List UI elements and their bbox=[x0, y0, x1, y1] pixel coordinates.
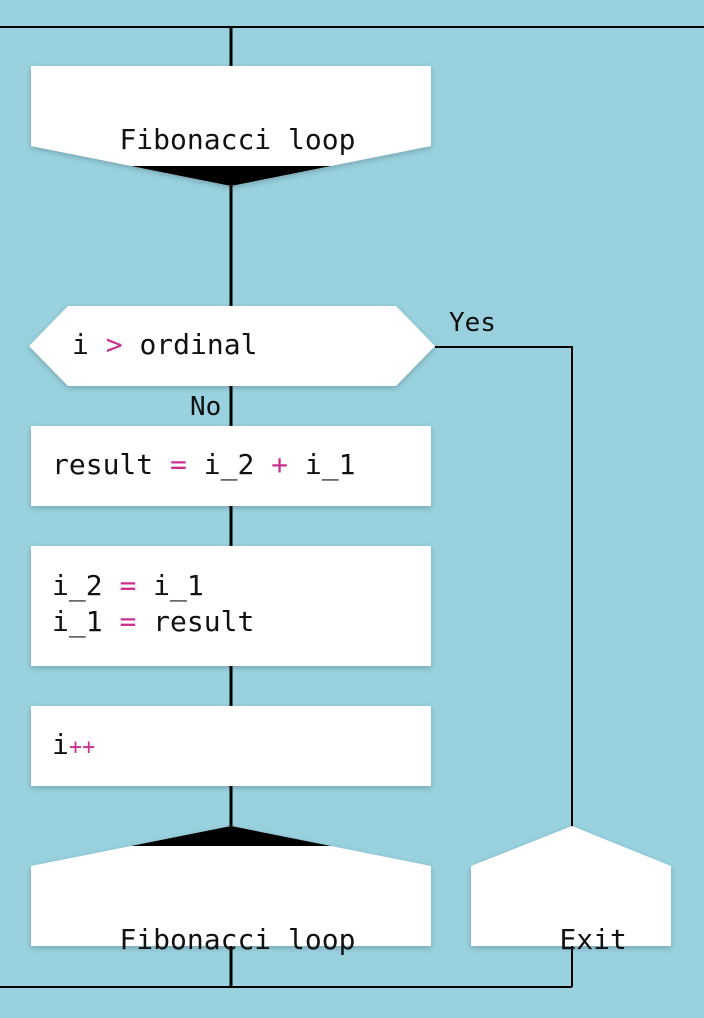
result-plus: + bbox=[271, 448, 289, 481]
step-result-shape bbox=[31, 426, 431, 506]
shift1-rhs: i_1 bbox=[153, 569, 204, 602]
condition-shape bbox=[29, 306, 435, 386]
loop-start-label: Fibonacci loop bbox=[52, 86, 355, 194]
shift2-equals: = bbox=[119, 605, 137, 638]
step-increment-label: i++ bbox=[52, 727, 95, 766]
condition-variable: i bbox=[72, 328, 89, 361]
exit-text: Exit bbox=[559, 923, 627, 956]
loop-end-shape bbox=[31, 826, 431, 946]
step-shift-shape bbox=[31, 546, 431, 666]
loop-end-arrow-mark bbox=[131, 826, 331, 846]
step-result-label: result = i_2 + i_1 bbox=[52, 447, 355, 483]
branch-no-label: No bbox=[190, 392, 222, 422]
shift2-lhs: i_1 bbox=[52, 605, 103, 638]
condition-operand: ordinal bbox=[139, 328, 258, 361]
condition-label: i > ordinal bbox=[72, 327, 257, 363]
loop-start-text: Fibonacci loop bbox=[119, 123, 356, 156]
loop-start-shape bbox=[31, 66, 431, 186]
result-lhs: result bbox=[52, 448, 154, 481]
loop-start-arrow-mark bbox=[131, 166, 331, 186]
result-operand-b: i_1 bbox=[304, 448, 356, 481]
loop-end-text: Fibonacci loop bbox=[119, 923, 356, 956]
exit-label: Exit bbox=[492, 886, 627, 994]
shift1-equals: = bbox=[119, 569, 137, 602]
shift2-rhs: result bbox=[153, 605, 255, 638]
step-increment-shape bbox=[31, 706, 431, 786]
step-shift-line2: i_1 = result bbox=[52, 604, 254, 640]
increment-operator: ++ bbox=[68, 735, 96, 760]
result-equals: = bbox=[170, 448, 187, 481]
increment-variable: i bbox=[52, 728, 69, 761]
connector-yes-branch bbox=[435, 346, 573, 830]
exit-shape bbox=[471, 826, 671, 946]
step-shift-line1: i_2 = i_1 bbox=[52, 568, 204, 604]
loop-end-label: Fibonacci loop bbox=[52, 886, 355, 994]
shift1-lhs: i_2 bbox=[52, 569, 103, 602]
condition-operator: > bbox=[105, 328, 123, 361]
branch-yes-label: Yes bbox=[449, 308, 496, 338]
result-operand-a: i_2 bbox=[203, 448, 255, 481]
